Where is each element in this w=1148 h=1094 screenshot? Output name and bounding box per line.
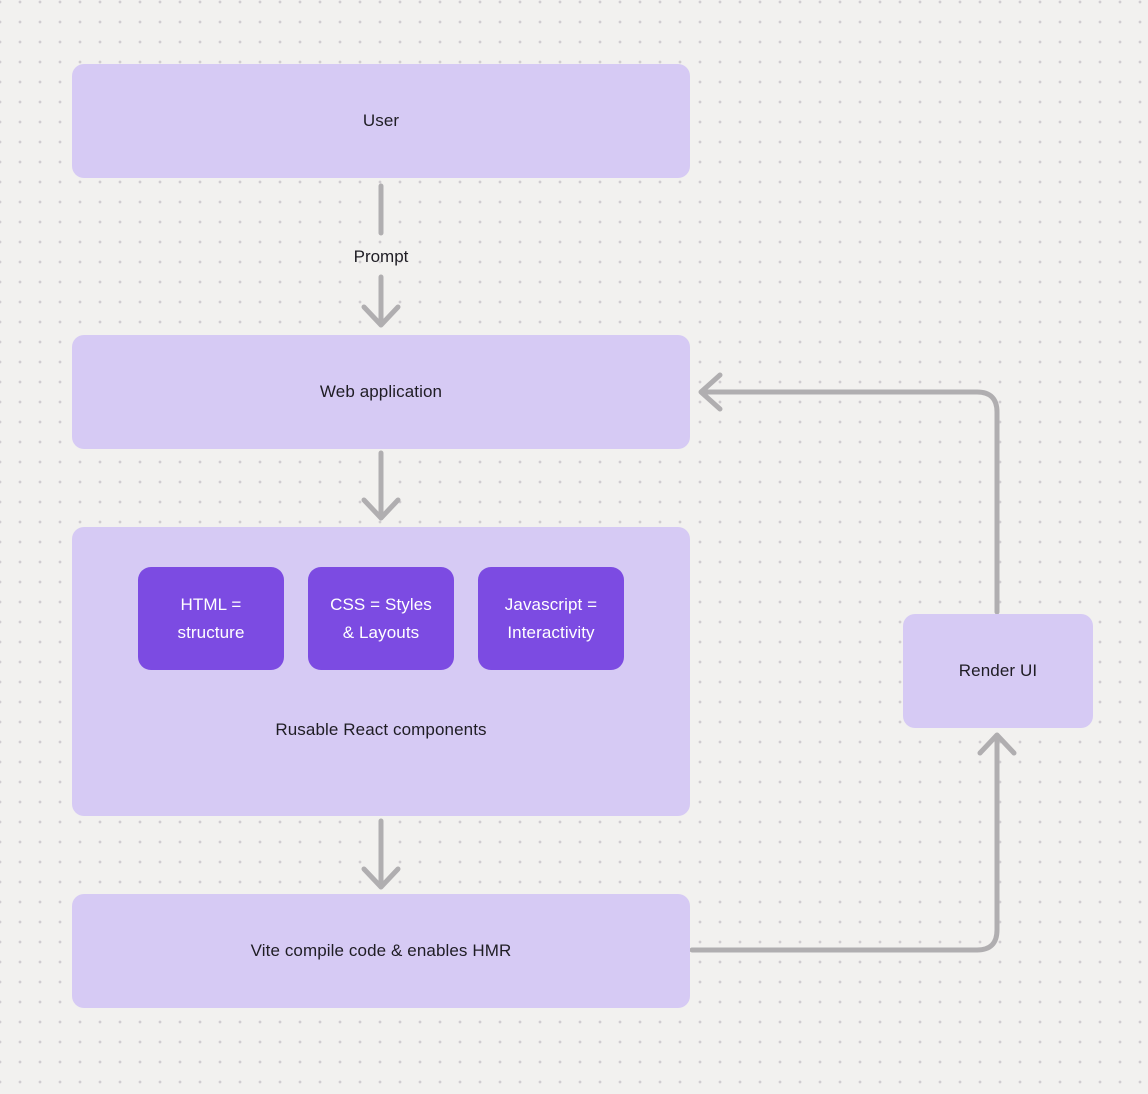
node-javascript-label: Javascript = Interactivity: [504, 594, 598, 642]
edge-user-to-web-application[interactable]: [361, 183, 401, 328]
node-web-application-label: Web application: [319, 382, 443, 401]
edge-arrowhead-up: [977, 732, 1017, 756]
edge-vite-to-render-ui[interactable]: [689, 732, 1017, 953]
components-row: HTML = structure CSS = Styles & Layouts …: [72, 567, 690, 670]
node-vite[interactable]: Vite compile code & enables HMR: [72, 894, 690, 1008]
edge-arrowhead-down: [361, 497, 401, 521]
node-html-label: HTML = structure: [177, 594, 245, 642]
node-components-container[interactable]: HTML = structure CSS = Styles & Layouts …: [72, 527, 690, 816]
edge-components-to-vite[interactable]: [361, 818, 401, 890]
node-html[interactable]: HTML = structure: [138, 567, 284, 670]
edge-arrowhead-left: [698, 372, 723, 412]
components-caption: Rusable React components: [275, 720, 487, 739]
node-javascript[interactable]: Javascript = Interactivity: [478, 567, 624, 670]
node-css-label: CSS = Styles & Layouts: [330, 594, 432, 642]
node-web-application[interactable]: Web application: [72, 335, 690, 449]
edge-web-application-to-components[interactable]: [361, 450, 401, 521]
node-user[interactable]: User: [72, 64, 690, 178]
edge-line: [689, 737, 1000, 953]
node-css[interactable]: CSS = Styles & Layouts: [308, 567, 454, 670]
edge-arrowhead-down: [361, 304, 401, 328]
edge-arrowhead-down: [361, 866, 401, 890]
node-vite-label: Vite compile code & enables HMR: [250, 941, 512, 960]
edge-label-prompt: Prompt: [353, 247, 409, 266]
node-render-ui-label: Render UI: [958, 661, 1038, 680]
node-render-ui[interactable]: Render UI: [903, 614, 1093, 728]
node-user-label: User: [362, 111, 400, 130]
edge-render-ui-to-web-application[interactable]: [698, 372, 1000, 615]
edge-line: [702, 389, 1000, 615]
